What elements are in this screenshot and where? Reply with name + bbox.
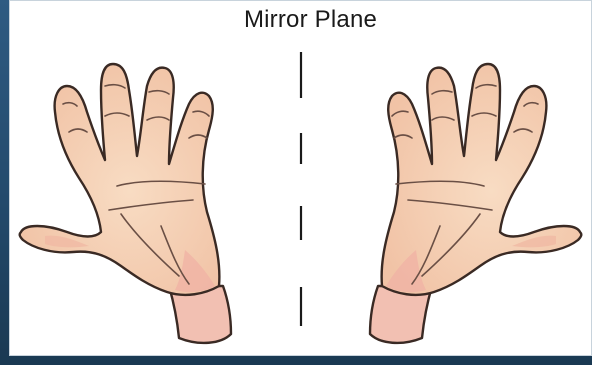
- right-hand-icon: [9, 0, 592, 356]
